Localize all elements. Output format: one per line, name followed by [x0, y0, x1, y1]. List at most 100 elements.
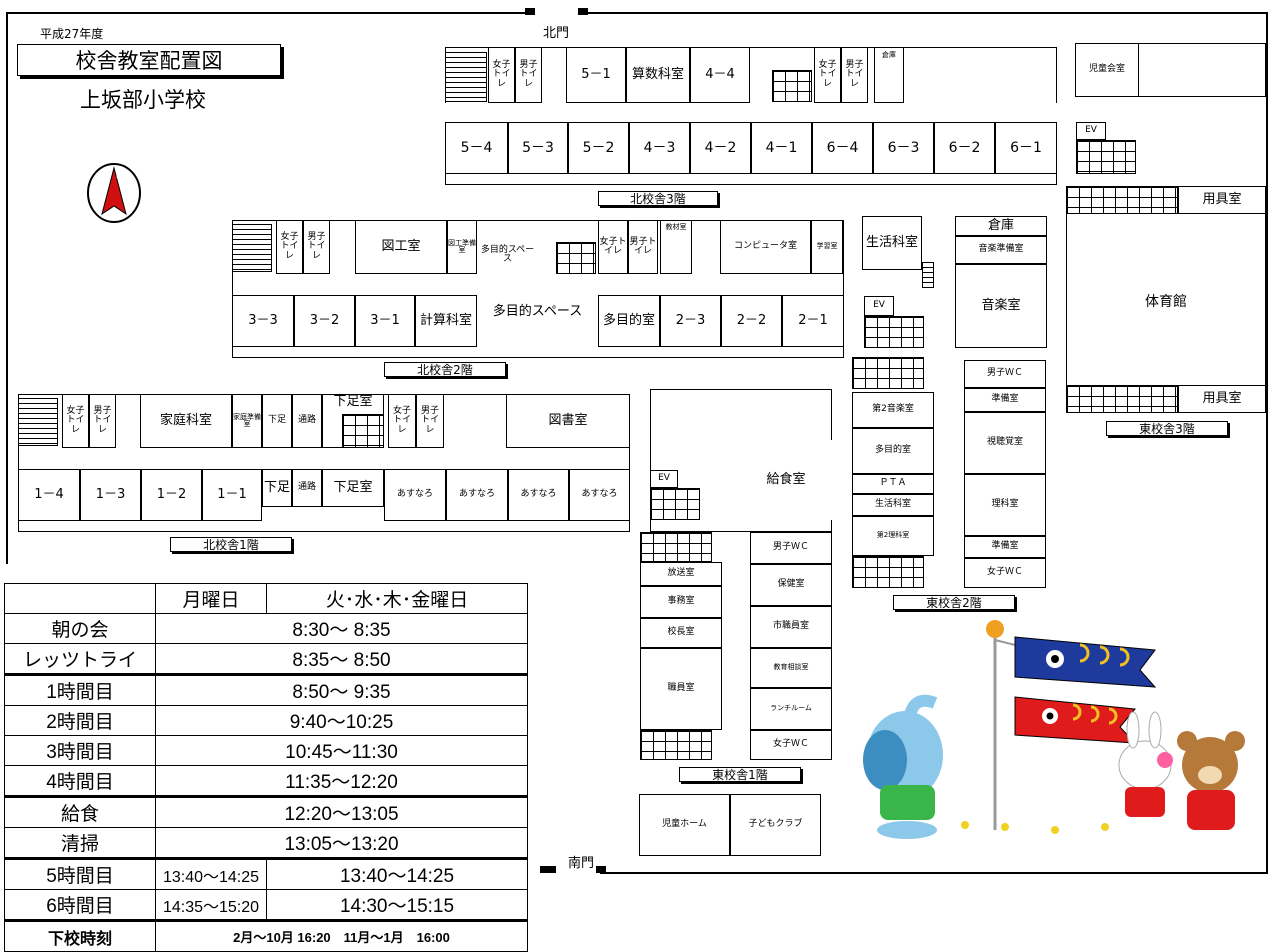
room-boys-toilet: 男子トイレ	[416, 394, 444, 448]
stairs	[852, 556, 924, 588]
room-4-3: 4－3	[629, 122, 690, 174]
outer-wall	[6, 12, 8, 564]
room-asunaro: あすなろ	[569, 469, 630, 521]
room-multipurpose-space: 多目的スペース	[480, 236, 535, 274]
row-time-monday: 14:35～15:20	[155, 889, 267, 921]
floor-label: 東校舎3階	[1106, 421, 1228, 436]
room-home-ec-prep: 家庭準備室	[232, 394, 262, 448]
room-girls-toilet: 女子トイレ	[488, 47, 515, 103]
table-row: 朝の会 8:30～ 8:35	[4, 613, 528, 644]
room-lunch: ランチルーム	[750, 688, 832, 730]
row-label: 5時間目	[4, 857, 156, 890]
table-row: 6時間目 14:35～15:20 14:30～15:15	[4, 889, 528, 921]
stairs	[650, 488, 700, 520]
room-girls-wc: 女子ＷＣ	[964, 558, 1046, 588]
room-kitchen: 給食室	[740, 440, 832, 520]
stairs	[922, 262, 934, 288]
row-label: 下校時刻	[4, 919, 156, 952]
room-girls-wc: 女子ＷＣ	[750, 730, 832, 760]
floor-label: 東校舎1階	[679, 767, 801, 782]
room-library: 図書室	[506, 394, 630, 448]
room-counseling: 教育相談室	[750, 648, 832, 688]
stairs	[342, 414, 384, 448]
stairs	[1066, 385, 1178, 413]
room-boys-toilet: 男子トイレ	[303, 220, 330, 274]
room-multipurpose-space: 多目的スペース	[477, 295, 598, 347]
row-time: 10:45～11:30	[155, 735, 528, 766]
room-gym: 体育館	[1066, 214, 1266, 390]
corridor	[445, 103, 1057, 123]
room-4-4: 4－4	[690, 47, 750, 103]
room-1-2: 1－2	[141, 469, 202, 521]
row-time: 8:35～ 8:50	[155, 643, 528, 675]
room-boys-toilet: 男子トイレ	[841, 47, 868, 103]
room-life-science: 生活科室	[862, 216, 922, 270]
stairs	[640, 532, 712, 562]
outer-wall	[586, 12, 1266, 14]
stairs	[852, 357, 924, 389]
koinobori-illustration	[855, 615, 1255, 845]
gate-post	[578, 8, 588, 15]
room-science-2: 第2理科室	[852, 516, 934, 556]
year-label: 平成27年度	[40, 27, 104, 41]
gate-post	[525, 8, 535, 15]
table-row: 3時間目 10:45～11:30	[4, 735, 528, 766]
room-5-2: 5－2	[568, 122, 629, 174]
schedule-table: 月曜日 火･水･木･金曜日 朝の会 8:30～ 8:35 レッツトライ 8:35…	[4, 583, 528, 952]
table-row: 4時間目 11:35～12:20	[4, 765, 528, 797]
room-boys-wc: 男子ＷＣ	[964, 360, 1046, 388]
room-3-2: 3－2	[294, 295, 355, 347]
room-passage: 通路	[292, 469, 322, 507]
gate-post	[596, 866, 606, 873]
room-boys-toilet: 男子トイレ	[515, 47, 542, 103]
table-row: レッツトライ 8:35～ 8:50	[4, 643, 528, 675]
room-asunaro: あすなろ	[384, 469, 446, 521]
room-computer: コンピュータ室	[720, 220, 811, 274]
room-staff: 職員室	[640, 648, 722, 730]
floor-label: 北校舎1階	[170, 537, 292, 552]
row-label: 3時間目	[4, 735, 156, 766]
room-4-1: 4－1	[751, 122, 812, 174]
room-shoe-area: 下足	[262, 469, 292, 507]
room-1-1: 1－1	[202, 469, 262, 521]
stairs	[640, 730, 712, 760]
room-materials: 教材室	[660, 220, 692, 274]
room-science: 理科室	[964, 474, 1046, 536]
room-principal: 校長室	[640, 618, 722, 648]
room-math: 算数科室	[626, 47, 690, 103]
south-gate-label: 南門	[568, 856, 595, 871]
room-asunaro: あすなろ	[508, 469, 569, 521]
school-name: 上坂部小学校	[80, 88, 206, 112]
row-label: 6時間目	[4, 889, 156, 921]
room-music: 音楽室	[955, 264, 1047, 348]
room-3-3: 3－3	[232, 295, 294, 347]
row-label: 4時間目	[4, 765, 156, 797]
room-girls-toilet: 女子トイレ	[276, 220, 303, 274]
floor-label: 東校舎2階	[893, 595, 1015, 610]
row-time: 8:50～ 9:35	[155, 673, 528, 706]
row-label: 1時間目	[4, 673, 156, 706]
row-label: 朝の会	[4, 613, 156, 644]
room-1-4: 1－4	[18, 469, 80, 521]
table-row: 清掃 13:05～13:20	[4, 827, 528, 859]
room-ev: EV	[864, 296, 894, 316]
room-girls-toilet: 女子トイレ	[598, 220, 628, 274]
stairs	[1066, 186, 1178, 214]
room-asunaro: あすなろ	[446, 469, 508, 521]
room-pta: ＰＴＡ	[852, 474, 934, 494]
room-equipment: 用具室	[1178, 385, 1266, 413]
room-children-home: 児童ホーム	[639, 794, 730, 856]
room-boys-toilet: 男子トイレ	[628, 220, 658, 274]
room-girls-toilet: 女子トイレ	[388, 394, 416, 448]
outer-wall	[6, 12, 526, 14]
room-av: 視聴覚室	[964, 412, 1046, 474]
room-passage: 通路	[292, 394, 322, 448]
room-music-prep: 音楽準備室	[955, 236, 1047, 264]
table-row: 2時間目 9:40～10:25	[4, 705, 528, 736]
room-multipurpose: 多目的室	[598, 295, 660, 347]
row-time: 12:20～13:05	[155, 795, 528, 828]
room-home-ec: 家庭科室	[140, 394, 232, 448]
row-time-other: 13:40～14:25	[266, 857, 528, 890]
room-6-3: 6－3	[873, 122, 934, 174]
room-multipurpose: 多目的室	[852, 428, 934, 474]
